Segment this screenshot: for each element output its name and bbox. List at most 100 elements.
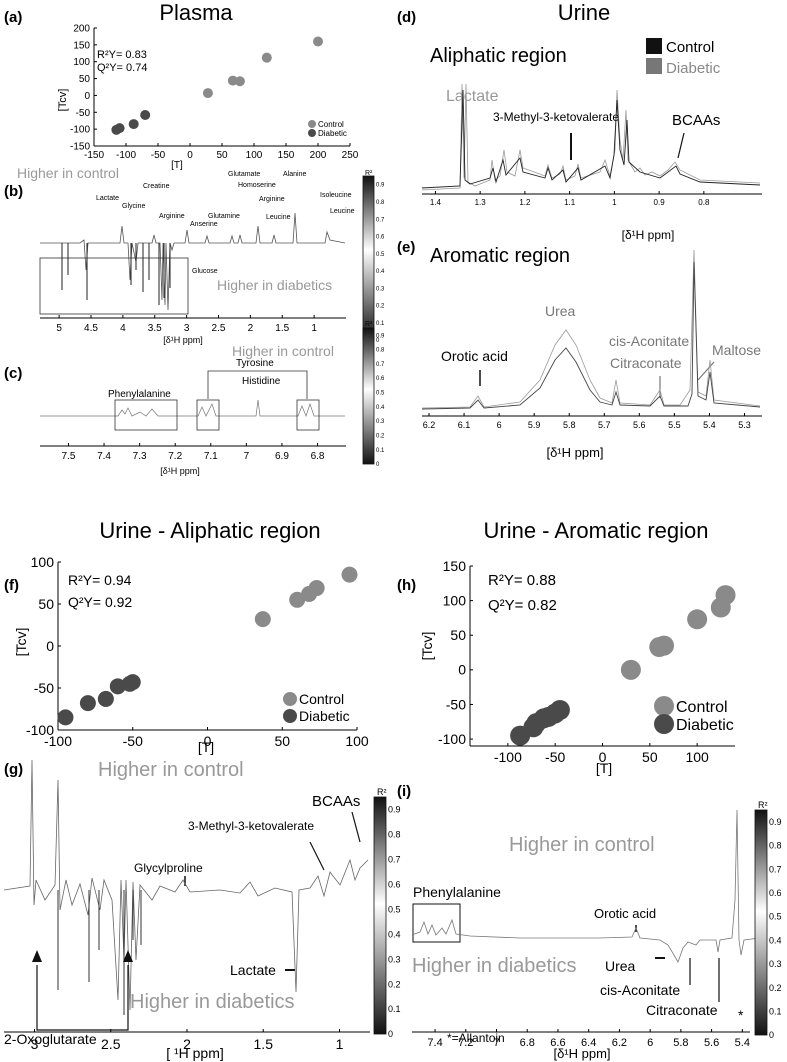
panel-a-legend-diabetic: Diabetic [318,129,347,138]
panel-f-xtick-label: 50 [274,733,290,749]
colorbar-tick-label: 0.5 [376,391,385,397]
colorbar-tick-label: 0.4 [388,929,401,939]
panel-a-title: Plasma [159,0,233,25]
panel-a-ytick-label: 50 [79,74,91,85]
panel-b-label-homoserine: Homoserine [238,182,276,189]
colorbar-tick-label: 0.8 [376,200,385,206]
panel-b-xtick-label: 4.5 [84,323,98,334]
panel-c-phe-box [114,399,178,431]
panel-h-ytick-label: 50 [450,627,466,643]
panel-h-title: Urine - Aromatic region [484,518,709,543]
panel-f-xlabel: [T] [198,739,214,755]
panel-h-xtick-label: -50 [545,749,565,765]
panel-d-xtick-label: 1.4 [430,198,442,207]
panel-h-ytick-label: 0 [458,662,466,678]
panel-i-label-citraconate: Citraconate [646,1002,718,1018]
panel-a-xlabel: [T] [171,160,183,171]
panel-b-glucose-spikes [61,243,171,305]
panel-b-xtick-label: 4 [120,323,126,334]
colorbar-tick-label: 0 [376,462,380,468]
panel-i-xtick-label: 5.6 [704,1037,719,1049]
colorbar-tick-label: 0.8 [376,348,385,354]
panel-a-point-diabetic [140,109,151,120]
panel-e-xtick-label: 5.7 [598,420,611,430]
panel-e-label-maltose: Maltose [712,342,761,358]
panel-b-xtick-label: 1.5 [275,323,289,334]
panel-f-legend-control: Control [299,691,344,707]
panel-h-legend-control-marker [654,696,674,716]
colorbar-tick-label: 0.2 [769,983,782,993]
panel-e-xtick-label: 6.2 [423,420,436,430]
panel-i: (i) Higher in control Higher in diabetic… [397,783,782,1061]
panel-g-oxoglutarate-bracket [36,965,129,1031]
panel-e-xtick-label: 6.1 [458,420,471,430]
panel-a-ytick-label: 100 [73,57,90,68]
panel-a-point-diabetic [128,119,139,130]
colorbar-tick-label: 0.8 [388,830,401,840]
panel-b-higher-control: Higher in control [17,165,119,181]
panel-i-xtick-label: 6.2 [612,1037,627,1049]
panel-a-ytick-label: 200 [73,24,90,35]
colorbar-tick-label: 0.3 [376,419,385,425]
panel-c-tyr-box-1 [196,399,220,431]
panel-c-label-tyrosine: Tyrosine [236,358,274,369]
panel-g-label-bcaas: BCAAs [312,793,360,810]
panel-b-label-creatine: Creatine [143,183,170,190]
panel-b-letter: (b) [4,183,23,200]
panel-g-spectrum [3,759,369,1011]
panel-a-xtick-label: 100 [246,150,263,161]
panel-f-point-control [308,580,325,597]
panel-b-label-arginine-2: Arginine [259,196,285,203]
panel-c-xtick-label: 7.3 [133,451,147,462]
panel-h-q2: Q²Y= 0.82 [488,597,557,614]
panel-b-label-arginine-1: Arginine [159,213,185,220]
panel-h-ytick-label: -50 [446,696,466,712]
panel-i-xtick-label: 6.4 [581,1037,596,1049]
colorbar-tick-label: 0.4 [769,935,782,945]
panel-c-xtick-label: 7.2 [168,451,182,462]
panel-d-xtick-label: 0.9 [654,198,666,207]
panel-d-label-3m3kv: 3-Methyl-3-ketovalerate [493,110,619,124]
panel-g: (g) Higher in control Higher in diabetic… [3,759,401,1061]
panel-a-ytick-label: -100 [70,125,90,136]
colorbar-tick-label: 0.6 [376,235,385,241]
panel-f-xtick-label: -50 [123,733,143,749]
panel-h-xtick-label: 50 [642,749,658,765]
panel-b-label-glycine: Glycine [122,203,145,210]
panel-h-legend-control: Control [676,699,728,716]
panel-i-label-urea: Urea [605,958,636,974]
panel-e-xtick-label: 5.9 [528,420,541,430]
panel-a-ytick-label: 150 [73,40,90,51]
panel-h-point-diabetic [549,700,570,720]
panel-d-xtick-label: 0.8 [698,198,710,207]
panel-e-spectrum-diabetic [421,249,761,409]
panel-a-xtick-label: 200 [310,150,327,161]
colorbar-tick-label: 0.9 [376,183,385,189]
panel-b-colorbar-label: R² [365,170,373,177]
colorbar-tick-label: 0.3 [376,286,385,292]
panel-e-xlabel: [δ¹H ppm] [546,445,603,460]
panel-a-legend-diabetic-marker [308,129,316,137]
panel-h-xtick-label: 100 [685,749,709,765]
panel-d-legend-diabetic-swatch [646,58,662,74]
panel-b-label-anserine: Anserine [190,221,218,228]
panel-a-ytick-label: 0 [84,91,90,102]
panel-c-higher-control: Higher in control [232,343,334,359]
panel-a-xtick-label: 250 [342,150,359,161]
panel-i-allantoin-star: * [738,1007,744,1023]
panel-i-xtick-label: 5.8 [673,1037,688,1049]
panel-a-point-diabetic [114,123,125,134]
panel-b-label-lactate: Lactate [96,195,119,202]
panel-b-xtick-label: 3 [184,323,190,334]
panel-d-legend-diabetic: Diabetic [666,60,721,77]
panel-h-letter: (h) [397,577,416,594]
panel-f-point-diabetic [97,690,114,707]
panel-b-colorbar [362,175,375,341]
panel-a-ytick-label: -50 [76,108,91,119]
panel-i-allantoin-note: *=Allantoin [447,1031,505,1045]
colorbar-tick-label: 0.7 [769,864,782,874]
panel-c-letter: (c) [4,365,22,382]
